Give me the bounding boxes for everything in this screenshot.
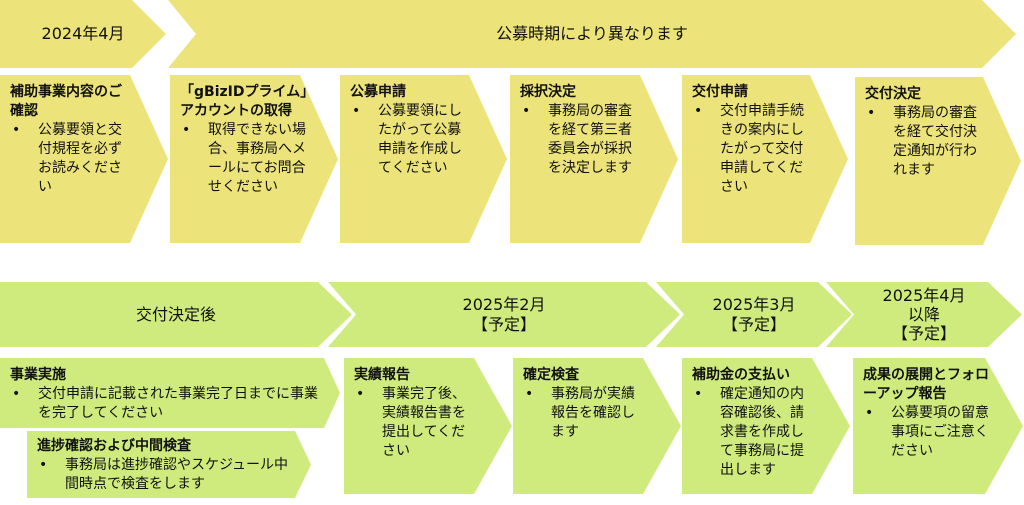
step-title: 公募申請: [350, 84, 406, 100]
step-performance-report: 実績報告 • 事業完了後、実績報告書を提出してください: [344, 358, 512, 494]
bullet: •: [525, 386, 534, 402]
bullet: •: [865, 405, 874, 421]
bullet: •: [12, 122, 21, 138]
bullet: •: [356, 386, 365, 402]
bullet: •: [352, 103, 361, 119]
step-title: 確定検査: [523, 367, 579, 383]
step-public-application: 公募申請 • 公募要領にしたがって公募申請を作成してください: [340, 75, 507, 243]
bullet: •: [694, 103, 703, 119]
step-grant-application: 交付申請 • 交付申請手続きの案内にしたがって交付申請してください: [682, 75, 848, 243]
bullet: •: [694, 386, 703, 402]
header-sublabel: 【予定】: [471, 314, 536, 334]
bullet: •: [182, 122, 191, 138]
step-title: 交付決定: [865, 86, 921, 102]
header-sublabel: 以降: [907, 305, 940, 324]
header-2025-02: 2025年2月【予定】: [328, 282, 680, 347]
step-adoption: 採択決定 • 事務局の審査を経て第三者委員会が採択を決定します: [510, 75, 678, 243]
step-text: 事務局が実績報告を確認します: [551, 386, 635, 440]
step-title: 実績報告: [354, 367, 410, 383]
header-application-period: 公募時期により異なります: [168, 0, 1016, 68]
step-text: 公募要領と交付規程を必ずお読みください: [38, 122, 122, 195]
step-progress-inspection: 進捗確認および中間検査 • 事務局は進捗確認やスケジュール中間時点で検査をします: [27, 431, 311, 498]
step-text: 公募要領にしたがって公募申請を作成してください: [378, 103, 462, 176]
step-title: 進捗確認および中間検査: [37, 438, 191, 454]
header-2025-03: 2025年3月【予定】: [656, 282, 852, 347]
header-label: 2025年2月: [462, 294, 546, 314]
step-text: 確定通知の内容確認後、請求書を作成して事務局に提出します: [720, 386, 804, 478]
step-text: 事務局の審査を経て交付決定通知が行われます: [893, 105, 977, 178]
step-title: 成果の展開とフォローアップ報告: [863, 367, 989, 402]
step-results-followup: 成果の展開とフォローアップ報告 • 公募要項の留意事項にご注意ください: [853, 358, 1023, 494]
header-sublabel: 【予定】: [891, 324, 956, 343]
header-label: 2025年3月: [712, 294, 796, 314]
step-title: 採択決定: [520, 84, 576, 100]
bullet: •: [522, 103, 531, 119]
step-text: 事務局は進捗確認やスケジュール中間時点で検査をします: [65, 457, 289, 492]
step-text: 交付申請手続きの案内にしたがって交付申請してください: [720, 103, 804, 195]
header-2025-04-onward: 2025年4月以降【予定】: [826, 282, 1022, 347]
step-title: 「gBizIDプライム」アカウントの取得: [180, 84, 308, 119]
header-label: 2025年4月: [882, 286, 966, 305]
step-title: 補助事業内容のご確認: [10, 84, 122, 119]
step-text: 事業完了後、実績報告書を提出してください: [382, 386, 466, 459]
step-text: 事務局の審査を経て第三者委員会が採択を決定します: [548, 103, 632, 176]
bullet: •: [39, 457, 48, 473]
step-text: 交付申請に記載された事業完了日までに事業を完了してください: [38, 386, 318, 421]
step-final-inspection: 確定検査 • 事務局が実績報告を確認します: [513, 358, 681, 494]
step-title: 交付申請: [692, 84, 748, 100]
header-label: 交付決定後: [135, 304, 216, 324]
header-after-decision: 交付決定後: [0, 282, 352, 347]
step-gbizid: 「gBizIDプライム」アカウントの取得 • 取得できない場合、事務局へメールにてお…: [170, 75, 338, 243]
step-title: 補助金の支払い: [692, 367, 790, 383]
bullet: •: [867, 105, 876, 121]
step-title: 事業実施: [10, 367, 66, 383]
step-text: 取得できない場合、事務局へメールにてお問合せください: [208, 122, 306, 195]
step-project-execution: 事業実施 • 交付申請に記載された事業完了日までに事業を完了してください: [0, 358, 340, 428]
step-text: 公募要項の留意事項にご注意ください: [891, 405, 989, 459]
header-2024-04: 2024年4月: [0, 0, 166, 68]
bullet: •: [12, 386, 21, 402]
header-label: 2024年4月: [41, 24, 125, 43]
header-sublabel: 【予定】: [721, 314, 786, 334]
header-label: 公募時期により異なります: [496, 24, 688, 43]
step-confirm-content: 補助事業内容のご確認 • 公募要領と交付規程を必ずお読みください: [0, 75, 168, 243]
step-subsidy-payment: 補助金の支払い • 確定通知の内容確認後、請求書を作成して事務局に提出します: [682, 358, 850, 494]
step-grant-decision: 交付決定 • 事務局の審査を経て交付決定通知が行われます: [855, 77, 1021, 245]
